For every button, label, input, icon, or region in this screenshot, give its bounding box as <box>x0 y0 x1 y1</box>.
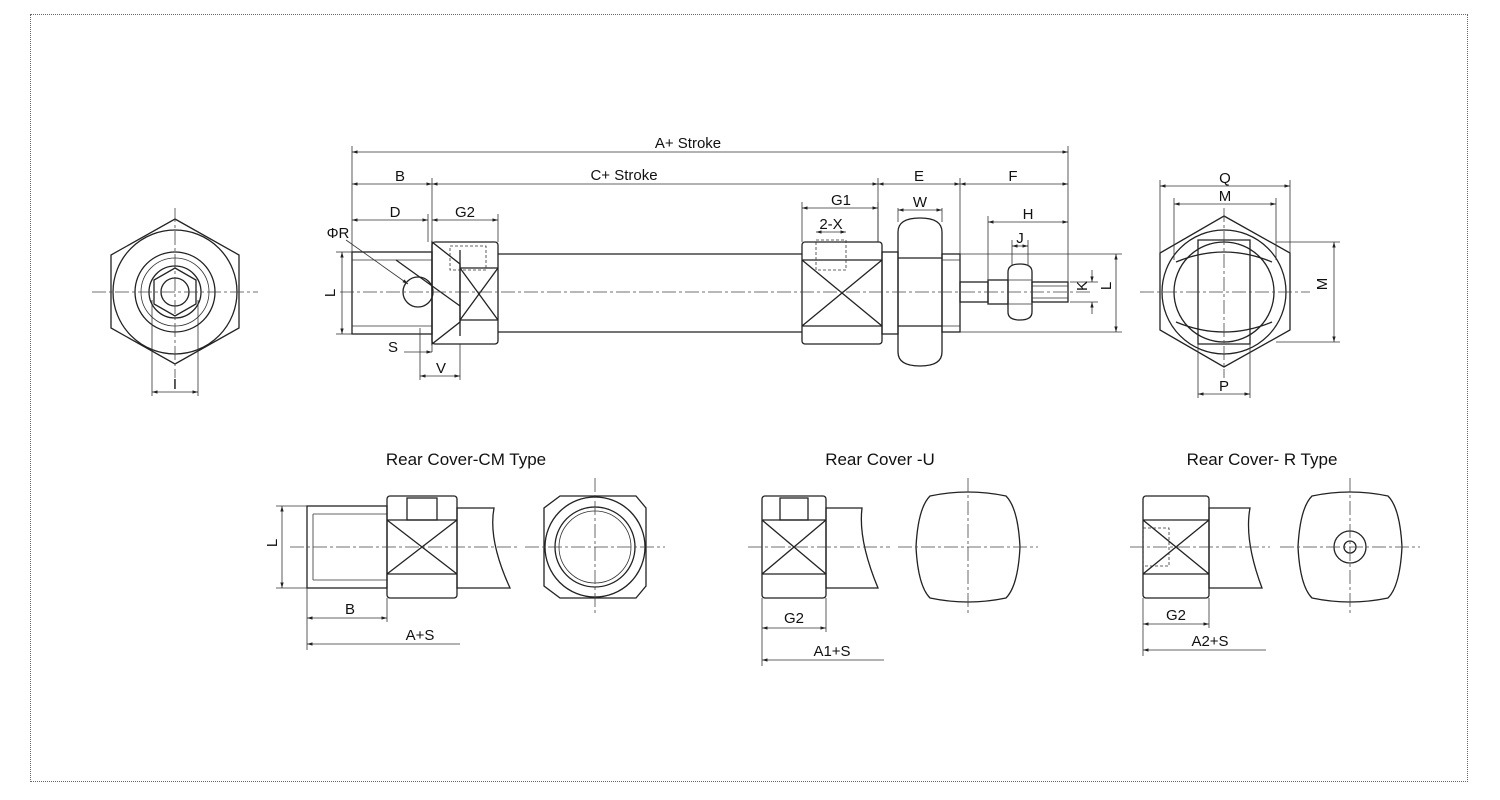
drawing-border <box>30 14 1468 782</box>
rear-cover-u-view: Rear Cover -U G2 A1+S <box>748 450 1038 666</box>
rear-cover-r-title: Rear Cover- R Type <box>1187 450 1338 469</box>
dim-s-label: S <box>388 339 398 356</box>
dim-m-right-label: M <box>1314 278 1331 291</box>
dim-a-stroke-label: A+ Stroke <box>655 135 721 152</box>
dim-l-right-label: L <box>1098 282 1115 290</box>
dim-l-left-label: L <box>322 289 339 297</box>
dim-k-label: K <box>1074 281 1091 291</box>
dim-q-label: Q <box>1219 170 1231 187</box>
dim-phi-r-label: ΦR <box>327 225 350 242</box>
rear-cover-r-view: Rear Cover- R Type G2 A2+S <box>1130 450 1420 656</box>
dim-b-label: B <box>395 168 405 185</box>
rear-u-g2-label: G2 <box>784 610 804 627</box>
dim-h-label: H <box>1023 206 1034 223</box>
dim-m-top-label: M <box>1219 188 1232 205</box>
rear-u-a1s-label: A1+S <box>813 643 850 660</box>
front-end-view: I <box>92 208 258 396</box>
dim-j-label: J <box>1016 230 1024 247</box>
dim-2x-label: 2-X <box>819 216 842 233</box>
rear-cover-cm-title: Rear Cover-CM Type <box>386 450 546 469</box>
dim-v-label: V <box>436 360 446 377</box>
dim-i-label: I <box>173 376 177 393</box>
rear-r-a2s-label: A2+S <box>1191 633 1228 650</box>
dim-g1-label: G1 <box>831 192 851 209</box>
dim-c-stroke-label: C+ Stroke <box>590 167 657 184</box>
dim-g2-label: G2 <box>455 204 475 221</box>
dim-e-label: E <box>914 168 924 185</box>
rear-r-g2-label: G2 <box>1166 607 1186 624</box>
dim-p-label: P <box>1219 378 1229 395</box>
rear-cm-b-label: B <box>345 601 355 618</box>
rear-end-view: Q M M P <box>1140 170 1340 398</box>
rear-cover-u-title: Rear Cover -U <box>825 450 935 469</box>
rear-cm-as-label: A+S <box>406 627 435 644</box>
rear-cm-l-label: L <box>264 539 281 547</box>
dim-f-label: F <box>1008 168 1017 185</box>
dim-d-label: D <box>390 204 401 221</box>
dim-w-label: W <box>913 194 928 211</box>
cylinder-side-view: A+ Stroke B C+ Stroke E F D G2 G1 2-X W … <box>322 135 1122 380</box>
rear-cover-cm-view: Rear Cover-CM Type L B A+S <box>264 450 665 650</box>
